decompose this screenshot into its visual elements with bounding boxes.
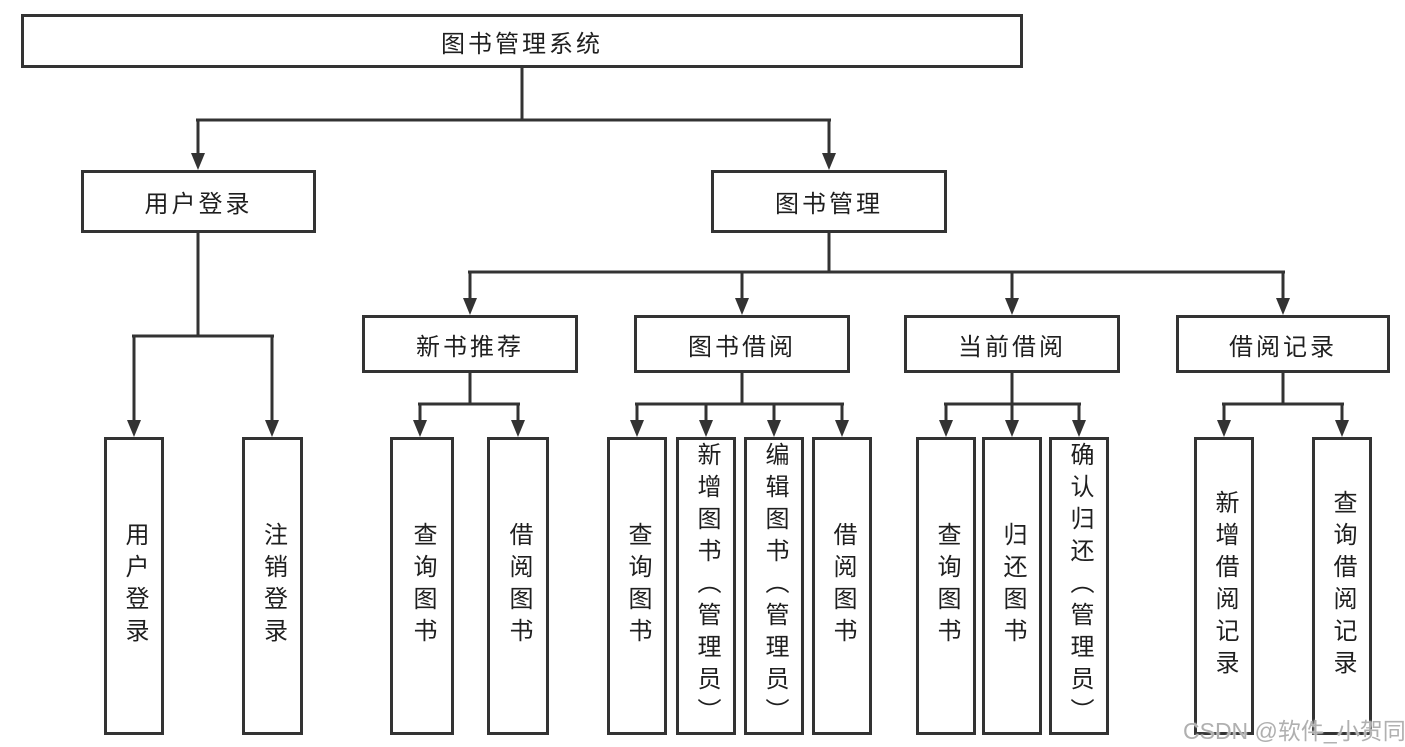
leaf-query-books-borrowing: 查询图书: [607, 437, 667, 735]
node-library-management-system: 图书管理系统: [21, 14, 1023, 68]
node-current-borrowing: 当前借阅: [904, 315, 1120, 373]
node-book-borrowing: 图书借阅: [634, 315, 850, 373]
leaf-query-books-current: 查询图书: [916, 437, 976, 735]
node-new-book-recommendation: 新书推荐: [362, 315, 578, 373]
leaf-confirm-return-admin: 确认归还（管理员）: [1049, 437, 1109, 735]
leaf-add-book-admin: 新增图书（管理员）: [676, 437, 736, 735]
leaf-borrow-books-borrowing: 借阅图书: [812, 437, 872, 735]
arrowheads: [127, 153, 1349, 437]
leaf-return-books: 归还图书: [982, 437, 1042, 735]
node-borrowing-records: 借阅记录: [1176, 315, 1390, 373]
leaf-add-borrow-record: 新增借阅记录: [1194, 437, 1254, 735]
node-book-management: 图书管理: [711, 170, 947, 233]
leaf-edit-book-admin: 编辑图书（管理员）: [744, 437, 804, 735]
leaf-user-login: 用户登录: [104, 437, 164, 735]
node-user-login: 用户登录: [81, 170, 316, 233]
leaf-logout: 注销登录: [242, 437, 303, 735]
leaf-query-borrow-record: 查询借阅记录: [1312, 437, 1372, 735]
leaf-query-books-recommend: 查询图书: [390, 437, 454, 735]
leaf-borrow-books-recommend: 借阅图书: [487, 437, 549, 735]
csdn-watermark: CSDN @软件_小贺同学: [1183, 718, 1405, 744]
